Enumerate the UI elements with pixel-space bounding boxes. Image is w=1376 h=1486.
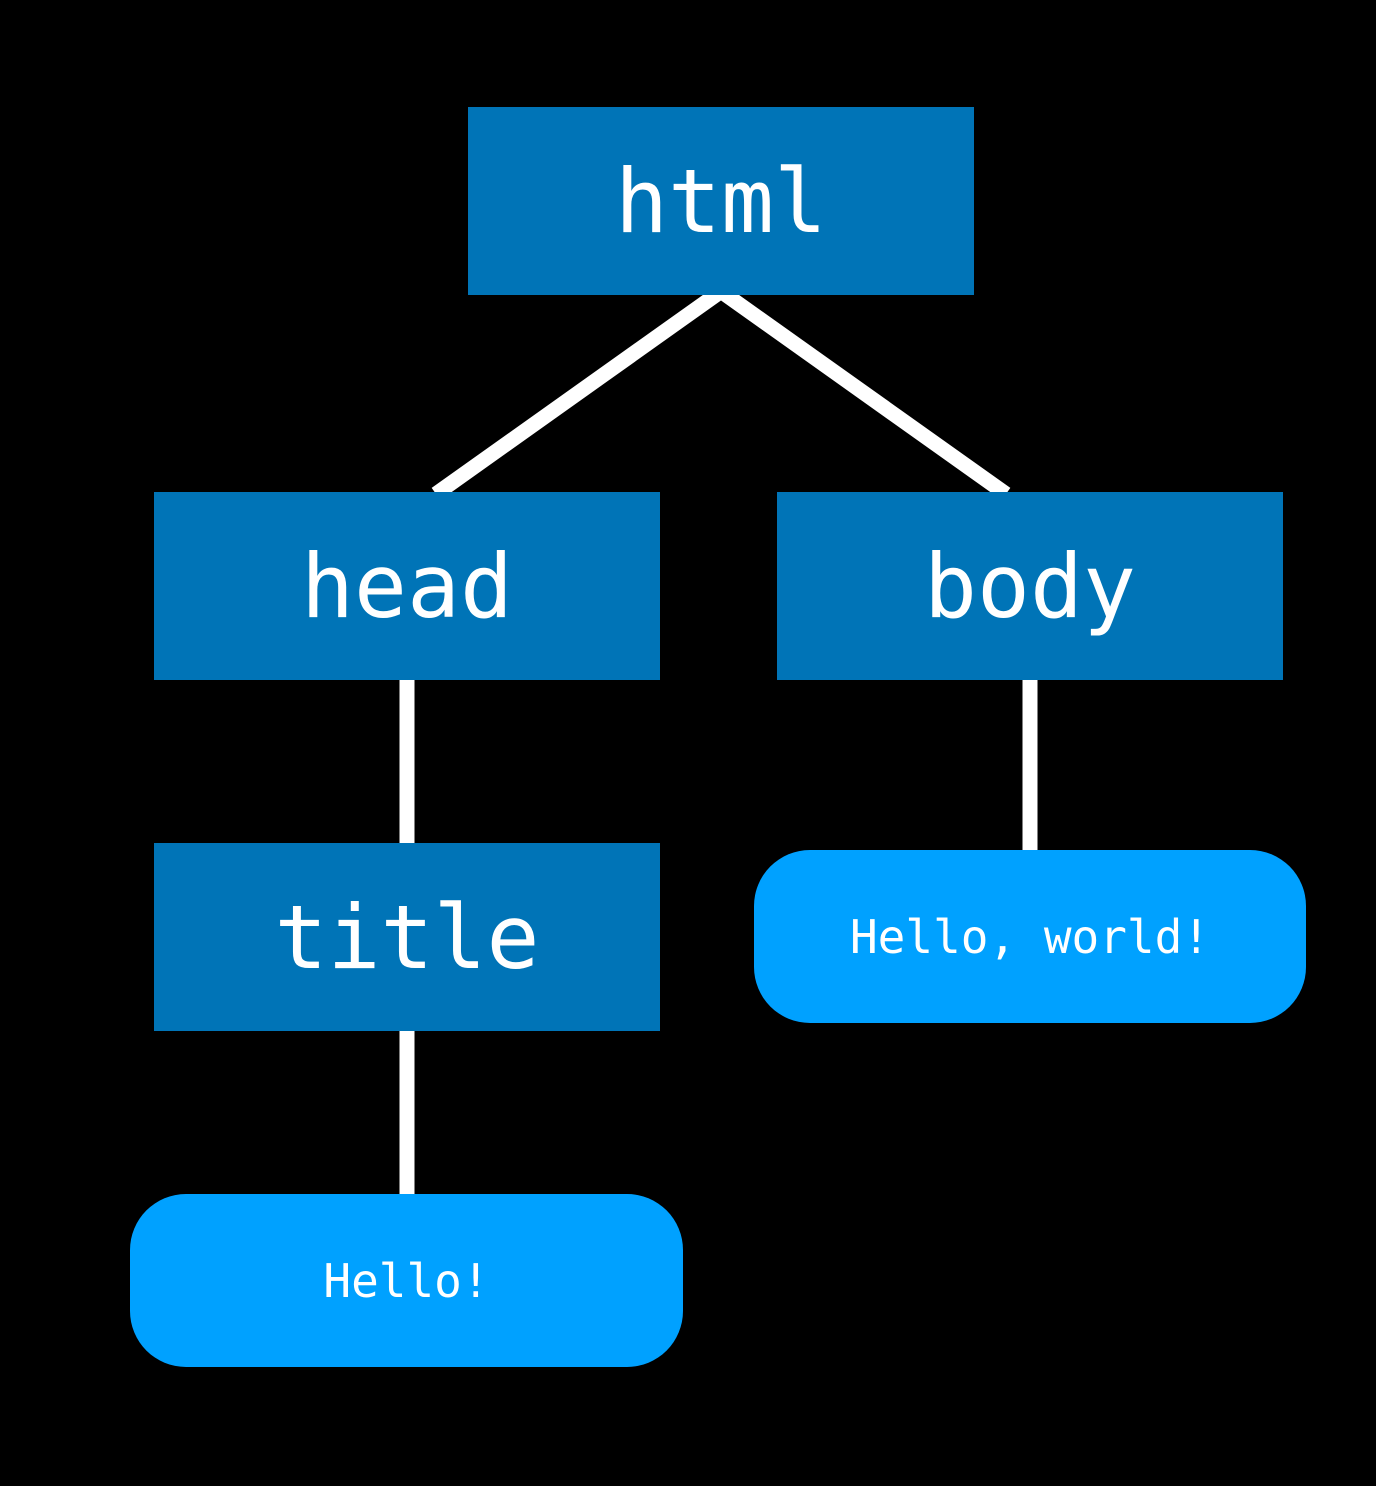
node-head: head	[154, 492, 660, 680]
node-title: title	[154, 843, 660, 1031]
node-html-label: html	[615, 149, 827, 253]
text-node-hello: Hello!	[130, 1194, 683, 1367]
node-body-label: body	[924, 534, 1136, 638]
node-title-label: title	[274, 885, 540, 989]
node-body: body	[777, 492, 1283, 680]
node-html: html	[468, 107, 974, 295]
text-node-hello-world: Hello, world!	[754, 850, 1306, 1023]
node-head-label: head	[301, 534, 513, 638]
edge-html-body	[717, 285, 1011, 501]
text-node-hello-label: Hello!	[323, 1253, 490, 1308]
edge-html-head	[431, 285, 725, 501]
text-node-hello-world-label: Hello, world!	[849, 909, 1211, 964]
